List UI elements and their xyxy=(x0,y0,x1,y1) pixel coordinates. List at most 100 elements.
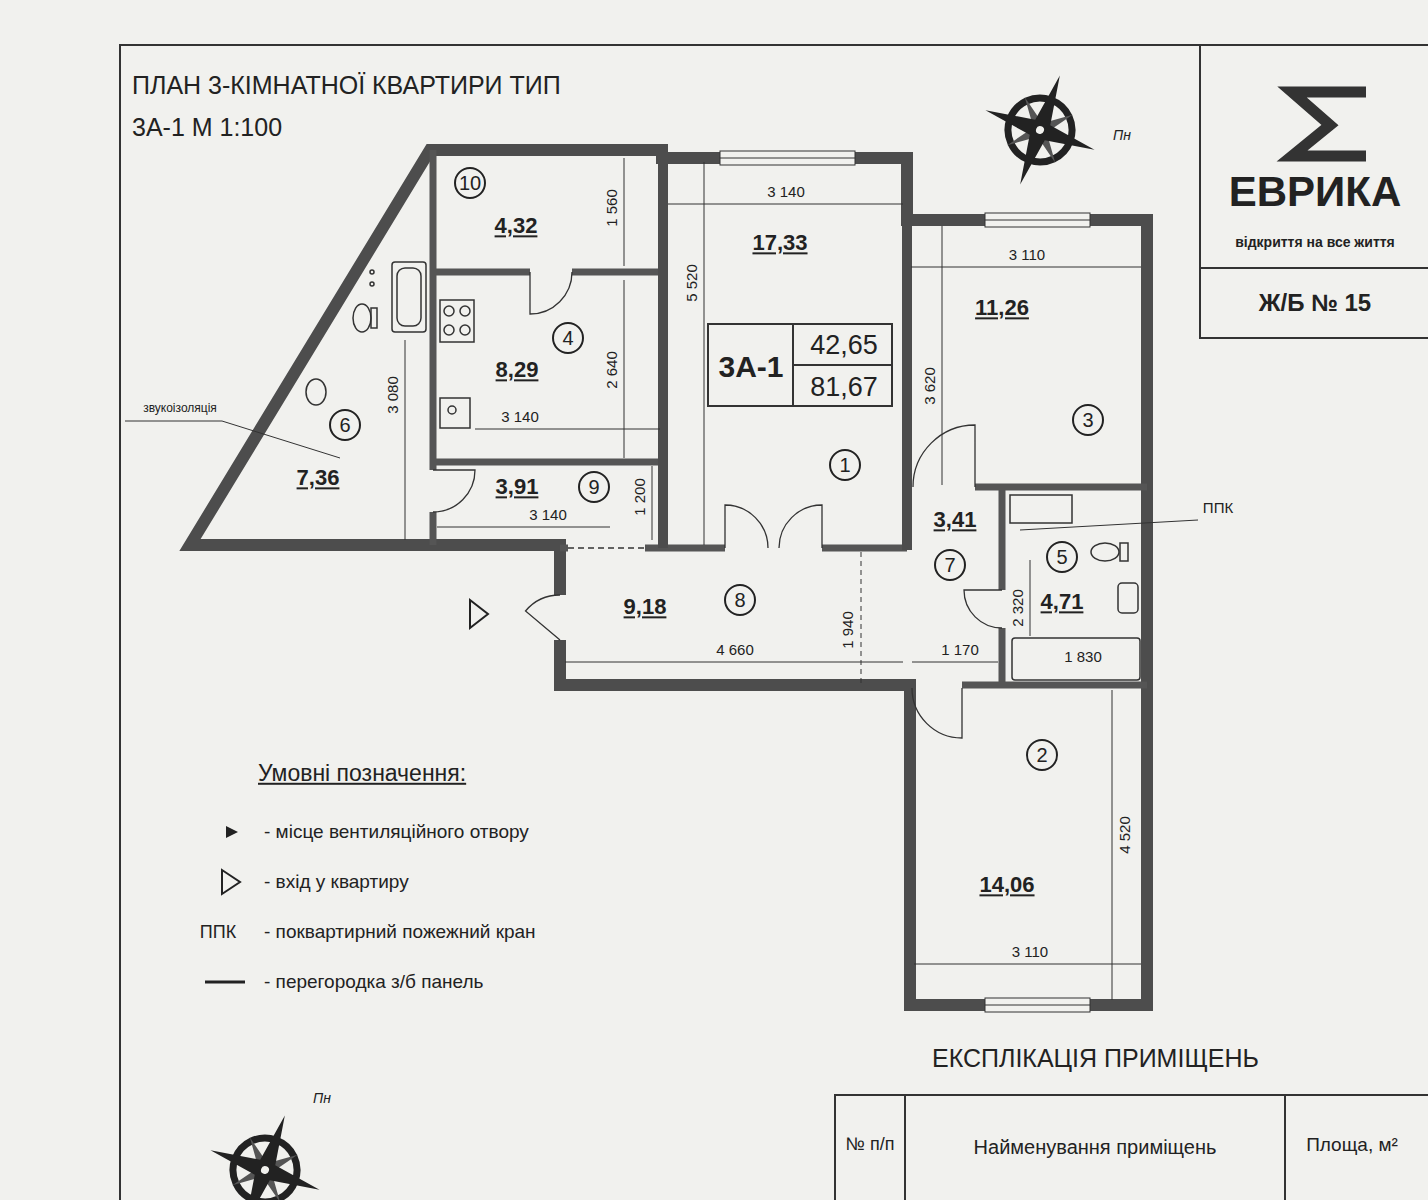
window-glass xyxy=(720,158,1090,1005)
room-area: 11,26 xyxy=(975,295,1029,320)
plan-label: 3 110 xyxy=(1008,246,1046,263)
door-swing xyxy=(964,590,1002,628)
callout-number: 4 xyxy=(552,322,584,354)
dimension-line xyxy=(405,158,1141,1000)
sink xyxy=(448,406,456,414)
plan-label: Найменування приміщень xyxy=(974,1136,1217,1159)
box-text: ЕВРИКА xyxy=(1229,168,1402,216)
callout-number: 1 xyxy=(829,449,861,481)
plan-label: Пн xyxy=(313,1090,331,1106)
bearing-wall xyxy=(663,150,907,550)
bathtub xyxy=(1012,638,1140,680)
bathtub xyxy=(392,262,426,332)
room-area: 9,18 xyxy=(624,594,667,619)
washer xyxy=(1010,495,1072,523)
stove xyxy=(444,306,454,316)
callout-number: 7 xyxy=(934,549,966,581)
plan-label: 1 170 xyxy=(940,641,980,658)
door-swing xyxy=(913,425,975,487)
box-text: 81,67 xyxy=(810,372,878,403)
room-area: 4,71 xyxy=(1041,589,1084,614)
room-area: 3,91 xyxy=(496,474,539,499)
room-area: 8,29 xyxy=(496,357,539,382)
leader-line xyxy=(125,421,340,458)
toilet xyxy=(353,304,371,332)
dimension-label: 5 520 xyxy=(683,263,700,303)
dimension-label: 2 320 xyxy=(1009,588,1026,628)
logo-frame xyxy=(1200,45,1428,338)
vent-sample xyxy=(226,826,238,838)
legend-text: - місце вентиляційного отвору xyxy=(264,821,529,843)
table-grid xyxy=(835,1095,1428,1200)
plan-title: ПЛАН 3-КІМНАТНОЇ КВАРТИРИ ТИП 3А-1 М 1:1… xyxy=(132,64,562,148)
callout-number: 9 xyxy=(578,471,610,503)
legend-text: - перегородка з/б панель xyxy=(264,971,483,993)
callout-number: 8 xyxy=(724,584,756,616)
sink xyxy=(440,398,470,428)
room-area: 4,32 xyxy=(495,213,538,238)
plan-label: ЕКСПЛІКАЦІЯ ПРИМІЩЕНЬ xyxy=(932,1044,1259,1073)
entrance-mark xyxy=(470,600,488,628)
dimension-label: 3 080 xyxy=(384,375,401,415)
box-text: Ж/Б № 15 xyxy=(1259,289,1371,317)
dimension-label: 2 640 xyxy=(603,350,620,390)
room: 17,3313А-142,6581,67 xyxy=(667,162,903,546)
plan-label: 3 140 xyxy=(528,506,568,523)
dot xyxy=(370,270,374,274)
building-box: Ж/Б № 15 xyxy=(1202,269,1428,338)
room-area: 3,41 xyxy=(934,507,977,532)
dimension-label: 1 940 xyxy=(839,610,856,650)
callout-number: 10 xyxy=(454,167,486,199)
dimension-label: 3 620 xyxy=(921,366,938,406)
plan-label: ППК xyxy=(200,922,236,943)
dimension-label: 1 560 xyxy=(603,188,620,228)
opening-line xyxy=(568,547,645,549)
box-text: 42,65 xyxy=(810,330,878,361)
plan-label: звукоізоляція xyxy=(142,402,218,416)
compass xyxy=(966,56,1115,205)
room: 3,91 9 xyxy=(437,466,659,536)
plan-label: 3 110 xyxy=(1011,943,1049,960)
stove xyxy=(460,325,470,335)
callout-number: 3 xyxy=(1072,404,1104,436)
door-swing xyxy=(779,505,822,548)
plan-label: Умовні позначення: xyxy=(258,760,466,786)
partition-wall xyxy=(433,150,1147,685)
toilet xyxy=(1091,543,1119,561)
plan-label: Площа, м² xyxy=(1302,1133,1402,1158)
door-swing xyxy=(912,688,962,738)
dimension-label: 4 520 xyxy=(1116,815,1133,855)
room: 104,32 xyxy=(437,155,659,268)
washbasin xyxy=(1118,583,1138,613)
room: 48,29 xyxy=(437,276,659,460)
room-area: 17,33 xyxy=(752,230,807,255)
callout-number: 2 xyxy=(1026,739,1058,771)
toilet xyxy=(371,308,377,328)
apartment-type-box: 3А-142,6581,67 xyxy=(707,323,893,407)
dimension-line xyxy=(861,552,862,683)
room-area: 7,36 xyxy=(297,465,340,490)
stove xyxy=(440,300,474,342)
box-text: відкриття на все життя xyxy=(1235,234,1395,250)
door-swing xyxy=(526,595,561,640)
room: 67,36 xyxy=(195,152,429,543)
bathtub xyxy=(397,268,421,326)
callout-number: 5 xyxy=(1046,541,1078,573)
dimension-label: 1 200 xyxy=(631,477,648,517)
callout-number: 6 xyxy=(329,409,361,441)
washbasin xyxy=(306,379,326,405)
leader-line xyxy=(1020,520,1198,530)
toilet xyxy=(1120,543,1128,561)
panel-sample xyxy=(205,981,245,984)
plan-label: 1 830 xyxy=(1063,648,1103,665)
room-area: 14,06 xyxy=(979,872,1034,897)
stove xyxy=(460,306,470,316)
exterior-wall xyxy=(190,150,1147,1005)
plan-label: 3 140 xyxy=(766,183,806,200)
plan-label: 4 660 xyxy=(715,641,755,658)
box-divider xyxy=(792,364,891,366)
door-swing xyxy=(725,505,768,548)
plan-label: Пн xyxy=(1113,127,1131,143)
plan-label: № п/п xyxy=(845,1133,895,1156)
